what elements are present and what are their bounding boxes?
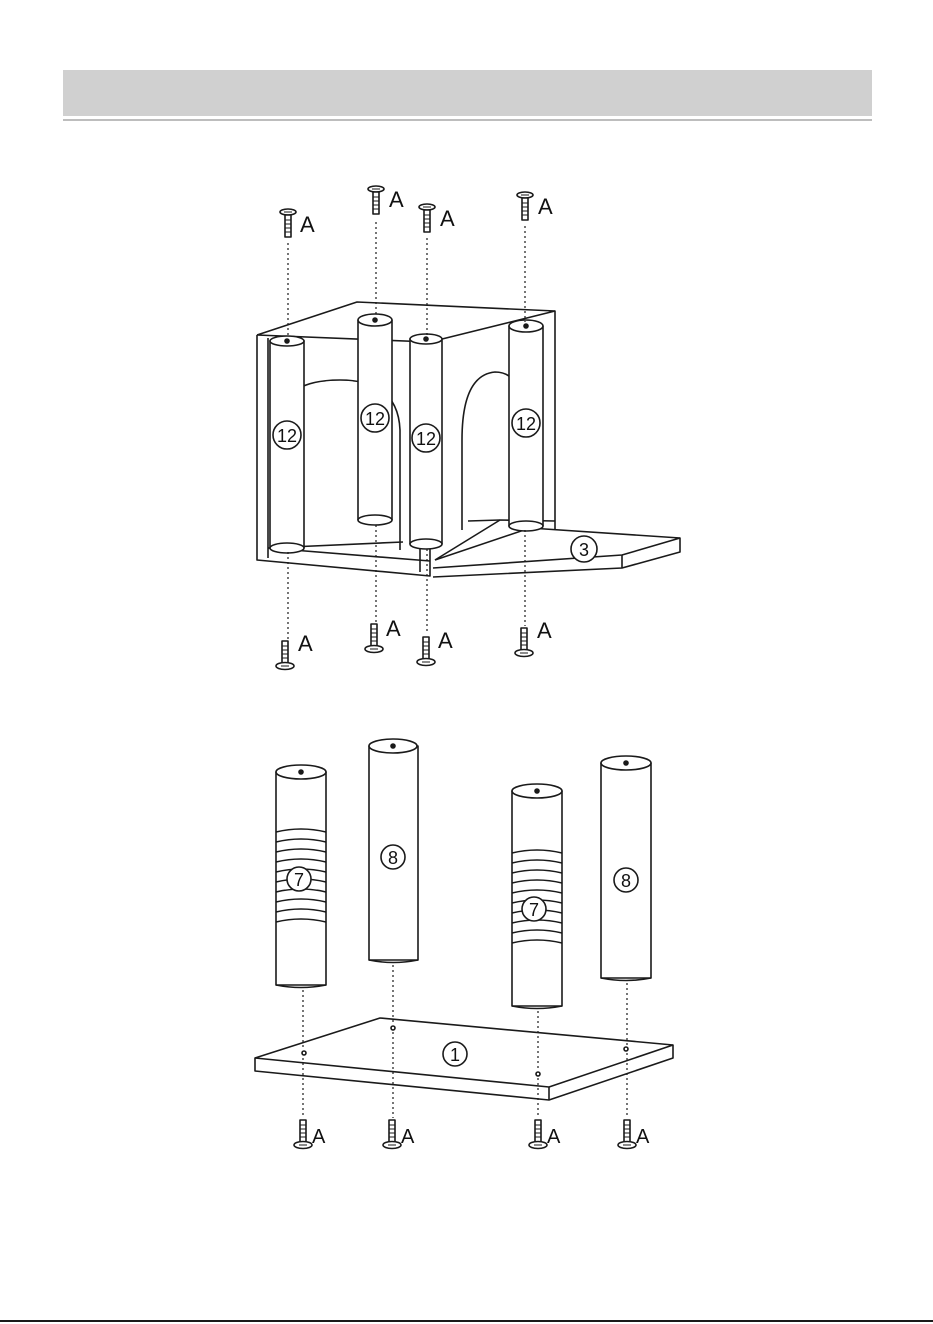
screw-label: A (636, 1126, 650, 1148)
screw-label: A (438, 628, 453, 653)
screw-icon (517, 192, 533, 220)
screw-icon (368, 186, 384, 214)
screw-label: A (440, 206, 455, 231)
screw-label: A (389, 187, 404, 212)
pipe-label-4: 12 (512, 409, 540, 437)
upper-assembly (257, 302, 680, 577)
screw-icon (529, 1120, 547, 1149)
svg-text:12: 12 (416, 429, 436, 449)
pipe-label-3: 12 (412, 424, 440, 452)
post-8-left: 8 (369, 739, 418, 963)
screw-icon (280, 209, 296, 237)
screw-label: A (401, 1126, 415, 1148)
footer-rule (0, 1320, 933, 1322)
base-board: 1 (255, 1018, 673, 1100)
svg-text:7: 7 (529, 900, 539, 920)
screw-icon (294, 1120, 312, 1149)
post-7-left: 7 (276, 765, 326, 988)
svg-text:12: 12 (365, 409, 385, 429)
shelf-label: 3 (571, 536, 597, 562)
screw-label: A (538, 194, 553, 219)
svg-text:8: 8 (621, 871, 631, 891)
screw-label: A (300, 212, 315, 237)
svg-text:3: 3 (579, 540, 589, 560)
top-guide-lines (288, 222, 525, 640)
svg-text:1: 1 (450, 1045, 460, 1065)
screw-label: A (547, 1126, 561, 1148)
screw-label: A (312, 1126, 326, 1148)
pipe-label-2: 12 (361, 404, 389, 432)
screw-label: A (537, 618, 552, 643)
screw-icon (419, 204, 435, 232)
svg-text:12: 12 (516, 414, 536, 434)
screw-icon (618, 1120, 636, 1149)
screw-icon (365, 624, 383, 653)
screw-icon (515, 628, 533, 657)
screw-icon (417, 637, 435, 666)
svg-text:8: 8 (388, 848, 398, 868)
screw-label: A (298, 631, 313, 656)
screw-icon (383, 1120, 401, 1149)
svg-text:12: 12 (277, 426, 297, 446)
post-8-right: 8 (601, 756, 651, 981)
screw-icon (276, 641, 294, 670)
post-7-right: 7 (512, 784, 562, 1009)
svg-text:7: 7 (294, 870, 304, 890)
screw-label: A (386, 616, 401, 641)
pipe-label-1: 12 (273, 421, 301, 449)
